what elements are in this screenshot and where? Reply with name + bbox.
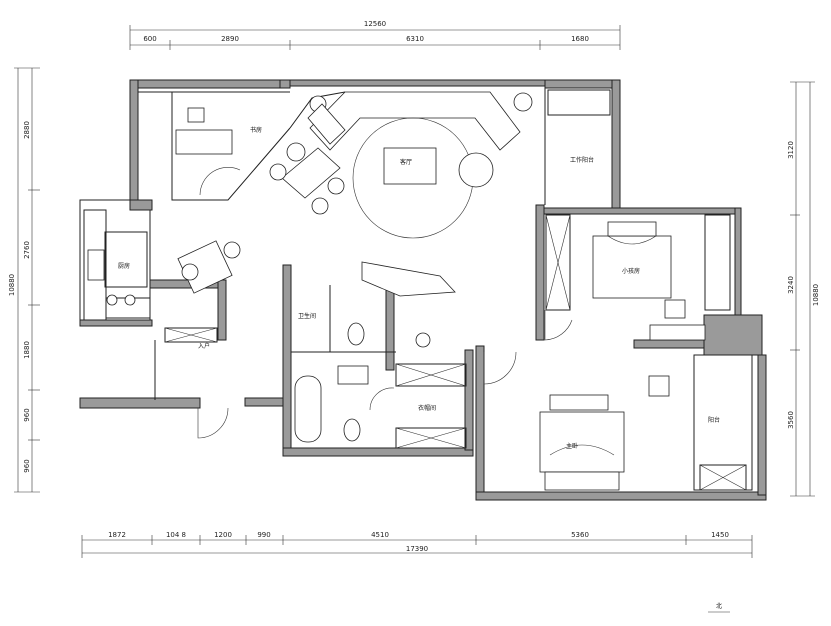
top-seg-2: 2890: [221, 35, 239, 43]
top-seg-3: 6310: [406, 35, 424, 43]
kids-bed-pillow: [607, 235, 657, 245]
bottom-seg-5: 4510: [371, 531, 389, 539]
right-total-label: 10880: [812, 284, 820, 306]
bathtub: [294, 375, 322, 443]
master-door: [483, 351, 517, 385]
armchair: [458, 152, 494, 188]
left-seg-4: 960: [23, 408, 31, 421]
kids-desk-chair: [664, 299, 686, 319]
bath-door: [369, 387, 395, 411]
kitchen-stool-2: [181, 263, 199, 281]
master-bed-pillow: [549, 444, 615, 456]
stool-2: [269, 163, 287, 181]
master-bed-bench: [549, 394, 609, 411]
study-door-swing: [199, 167, 241, 196]
stool-4: [311, 197, 329, 215]
label-kids-room: 小孩房: [622, 267, 640, 275]
bottom-total-label: 17390: [406, 545, 428, 553]
label-entry-note: 入户: [198, 342, 210, 350]
top-seg-4: 1680: [571, 35, 589, 43]
doors: [197, 310, 573, 439]
side-table-right: [513, 92, 533, 112]
master-bed-headboard: [544, 471, 620, 491]
master-chair: [648, 375, 670, 397]
toilet-2: [343, 418, 361, 442]
kids-desk: [649, 324, 706, 341]
bottom-seg-3: 1200: [214, 531, 232, 539]
right-seg-3: 3560: [787, 411, 795, 429]
left-total-label: 10880: [8, 274, 16, 296]
right-seg-2: 3240: [787, 276, 795, 294]
north-arrow: 北: [708, 602, 730, 613]
label-study: 书房: [250, 126, 262, 134]
kids-bed: [592, 235, 672, 299]
kids-door: [544, 310, 573, 341]
stove-burner-1: [106, 294, 118, 306]
top-dimension-line: 12560 600 2890 6310 1680: [129, 20, 621, 50]
washer: [415, 332, 431, 348]
bottom-seg-7: 1450: [711, 531, 729, 539]
stove-burner-2: [124, 294, 136, 306]
study-desk: [175, 129, 233, 155]
kids-bed-headboard: [607, 221, 657, 237]
left-dimension-line: 10880 2880 2760 1880 960 960: [8, 67, 40, 493]
top-total-label: 12560: [364, 20, 386, 28]
bar-counter-top: [307, 103, 346, 145]
left-seg-1: 2880: [23, 121, 31, 139]
entry-door: [197, 407, 229, 439]
master-bed: [539, 411, 625, 473]
coffee-table: [383, 147, 437, 185]
vanity: [337, 365, 369, 385]
interior-lines: [83, 88, 753, 491]
stool-1: [286, 142, 306, 162]
north-label: 北: [716, 602, 722, 610]
sofa: [309, 91, 521, 151]
study-chair: [187, 107, 205, 123]
kitchen-sink: [87, 249, 105, 281]
tv-cabinet: [361, 261, 456, 297]
bottom-seg-6: 5360: [571, 531, 589, 539]
kitchen-stool-1: [223, 241, 241, 259]
bottom-dimension-line: 1872 104 8 1200 990 4510 5360 1450 17390: [81, 531, 753, 558]
toilet-1: [347, 322, 365, 346]
left-seg-2: 2760: [23, 241, 31, 259]
bar-counter: [281, 147, 341, 199]
label-living: 客厅: [400, 158, 412, 166]
bottom-seg-1: 1872: [108, 531, 126, 539]
bottom-seg-2: 104 8: [166, 531, 186, 539]
label-balcony-work: 工作阳台: [570, 156, 594, 164]
top-seg-1: 600: [143, 35, 156, 43]
bottom-seg-4: 990: [257, 531, 270, 539]
left-seg-5: 960: [23, 459, 31, 472]
label-master-bedroom: 主卧: [566, 442, 578, 450]
right-dimension-line: 3120 3240 3560 10880: [787, 81, 820, 497]
stool-3: [327, 177, 345, 195]
label-balcony: 阳台: [708, 416, 720, 424]
label-closet: 衣帽间: [418, 404, 436, 412]
right-seg-1: 3120: [787, 141, 795, 159]
label-bathroom: 卫生间: [298, 312, 316, 320]
room-labels: 书房 客厅 工作阳台 厨房 小孩房 卫生间 衣帽间 主卧 阳台 入户: [118, 126, 720, 450]
left-seg-3: 1880: [23, 341, 31, 359]
label-kitchen: 厨房: [118, 262, 130, 270]
furniture: [87, 91, 706, 491]
